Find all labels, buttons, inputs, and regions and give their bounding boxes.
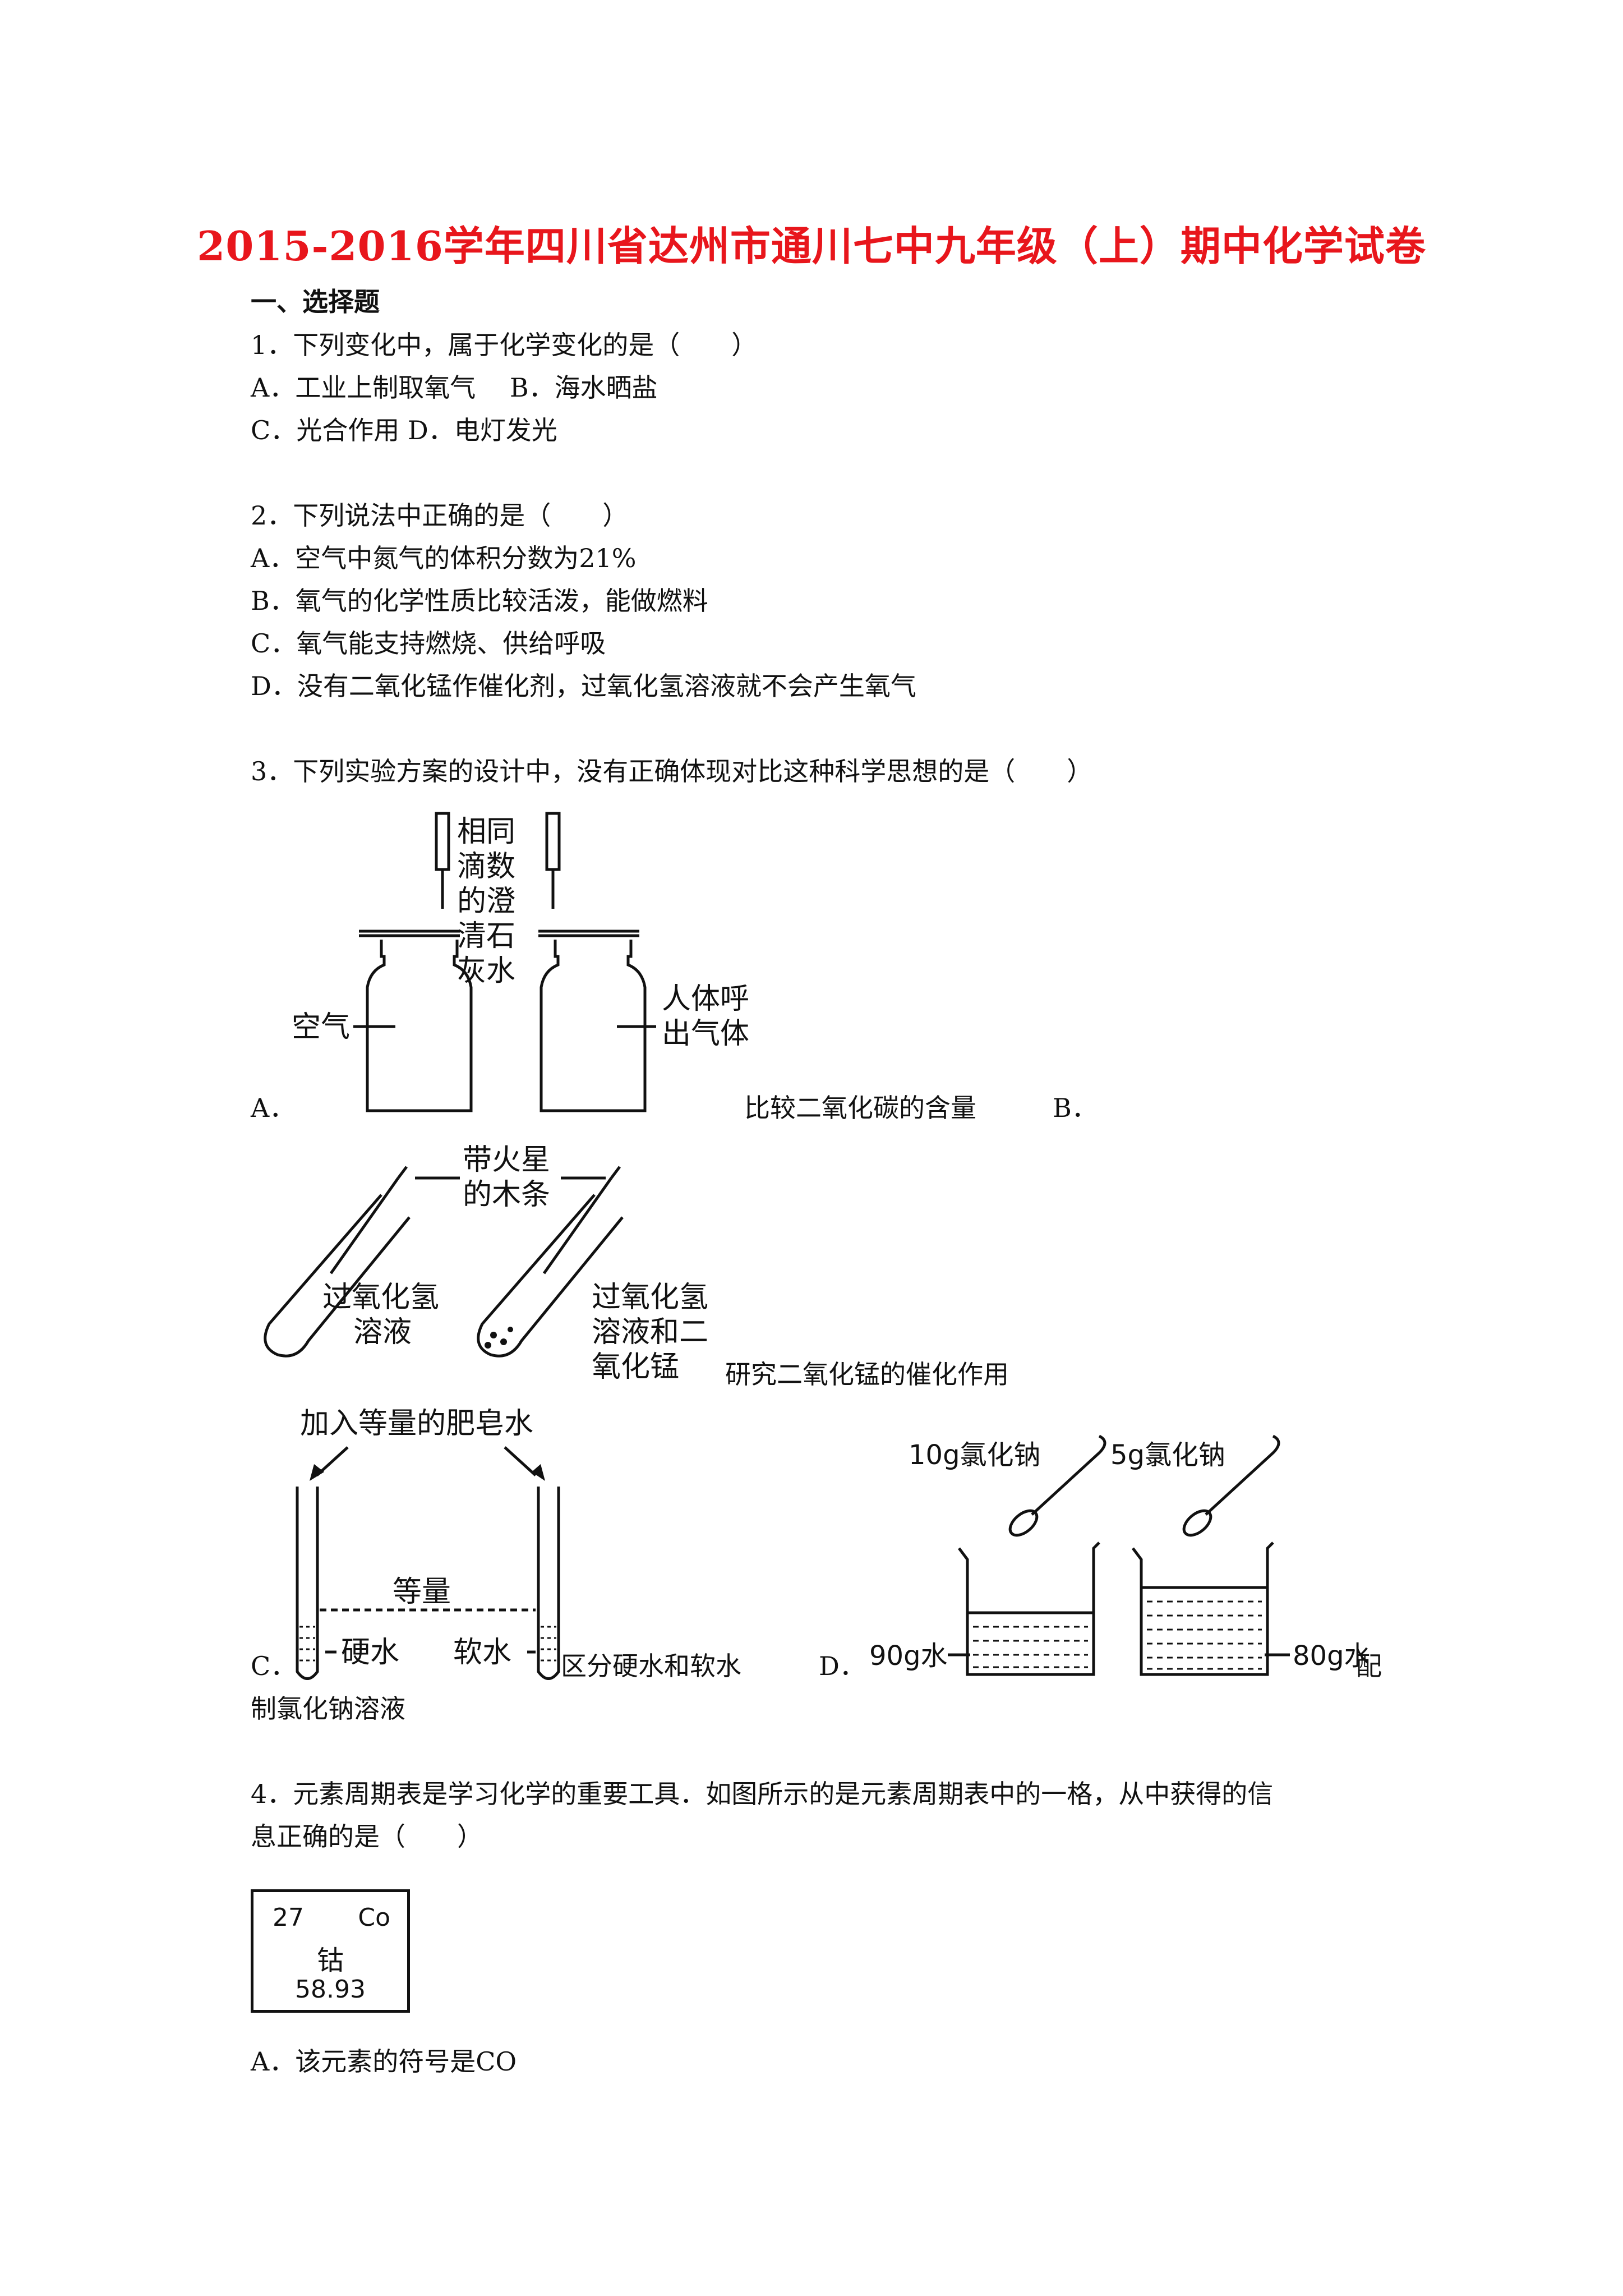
q3-option-b-caption: 研究二氧化锰的催化作用 (725, 1359, 1009, 1389)
q2-option-b: B．氧气的化学性质比较活泼，能做燃料 (251, 586, 708, 616)
q4-stem-line-1: 4．元素周期表是学习化学的重要工具．如图所示的是元素周期表中的一格，从中获得的信 (251, 1779, 1274, 1809)
tube2-label-1: 过氧化氢 (592, 1281, 708, 1314)
air-label: 空气 (292, 1010, 350, 1044)
exam-title: 2015-2016学年四川省达州市通川七中九年级（上）期中化学试卷 (197, 222, 1426, 270)
q3-option-d-caption-2: 制氯化钠溶液 (251, 1694, 405, 1724)
exhaled-gas-label-2: 出气体 (662, 1017, 749, 1051)
q1-stem: 1．下列变化中，属于化学变化的是（ ） (251, 330, 758, 360)
water-80g-label: 80g水 (1293, 1640, 1368, 1672)
dropper-label-line-5: 灰水 (457, 954, 515, 988)
q3-option-c-caption: 区分硬水和软水 (561, 1651, 741, 1681)
figure-a-gas-bottles: 相同 滴数 的澄 清石 灰水 空气 人体呼 出气体 (292, 812, 749, 1112)
soap-water-label: 加入等量的肥皂水 (300, 1407, 533, 1441)
q3-option-a-caption: 比较二氧化碳的含量 (744, 1093, 976, 1123)
tube2-label-2: 溶液和二 (592, 1315, 708, 1349)
q3-option-a-letter: A． (251, 1093, 296, 1123)
salt-10g-label: 10g氯化钠 (909, 1439, 1041, 1471)
figure-c-soap-tubes: 加入等量的肥皂水 等量 硬水 软水 (296, 1407, 560, 1680)
element-symbol: Co (358, 1903, 390, 1932)
q3-option-d-caption-1: 配 (1356, 1651, 1382, 1681)
q1-options-ab: A．工业上制取氧气 B．海水晒盐 (251, 372, 658, 403)
water-90g-label: 90g水 (869, 1640, 948, 1672)
figure-b-test-tubes: 带火星 的木条 过氧化氢 溶液 过氧化氢 溶液和二 氧化锰 (264, 1143, 708, 1384)
q3-option-d-letter: D． (819, 1651, 865, 1681)
exhaled-gas-label-1: 人体呼 (662, 982, 749, 1016)
q2-option-d: D．没有二氧化锰作催化剂，过氧化氢溶液就不会产生氧气 (251, 671, 916, 701)
q3-option-b-letter: B． (1053, 1093, 1098, 1123)
hard-water-label: 硬水 (341, 1636, 399, 1669)
atomic-mass: 58.93 (295, 1975, 366, 2004)
figure-d-beakers: 10g氯化钠 5g氯化钠 90g水 80g水 (869, 1434, 1368, 1676)
section-heading: 一、选择题 (251, 287, 380, 317)
q1-options-cd: C．光合作用 D．电灯发光 (251, 415, 557, 445)
q2-option-a: A．空气中氮气的体积分数为21% (251, 543, 637, 573)
dropper-label-line-2: 滴数 (457, 850, 515, 884)
q4-option-a: A．该元素的符号是CO (251, 2046, 517, 2077)
salt-5g-label: 5g氯化钠 (1110, 1439, 1225, 1471)
soft-water-label: 软水 (453, 1636, 511, 1669)
atomic-number: 27 (273, 1903, 304, 1932)
q3-stem: 3．下列实验方案的设计中，没有正确体现对比这种科学思想的是（ ） (251, 756, 1093, 786)
q2-stem: 2．下列说法中正确的是（ ） (251, 500, 629, 531)
periodic-table-cell: 27 Co 钴 58.93 (251, 1889, 410, 2013)
q2-option-c: C．氧气能支持燃烧、供给呼吸 (251, 628, 606, 659)
dropper-label-line-3: 的澄 (457, 885, 515, 918)
tube1-label-1: 过氧化氢 (322, 1281, 439, 1314)
splint-label-1: 带火星 (463, 1143, 550, 1177)
equal-amount-label: 等量 (393, 1575, 451, 1609)
tube2-label-3: 氧化锰 (592, 1350, 679, 1384)
element-name: 钴 (316, 1945, 344, 1976)
dropper-label-line-1: 相同 (457, 815, 515, 849)
splint-label-2: 的木条 (463, 1178, 550, 1212)
q4-stem-line-2: 息正确的是（ ） (251, 1821, 483, 1852)
tube1-label-2: 溶液 (353, 1315, 412, 1349)
q3-option-c-letter: C． (251, 1651, 297, 1681)
dropper-label-line-4: 清石 (457, 919, 515, 953)
